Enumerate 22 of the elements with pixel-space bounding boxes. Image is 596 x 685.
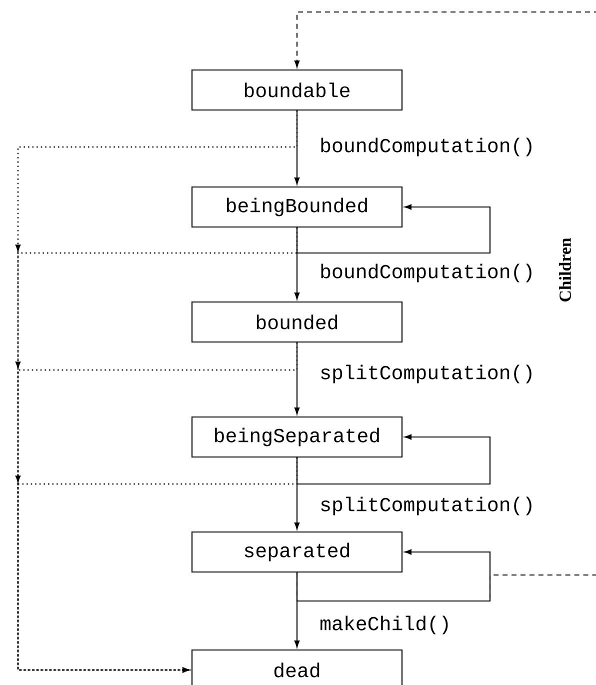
arrow <box>294 110 300 184</box>
arrow <box>294 11 596 602</box>
arrow <box>15 342 298 673</box>
arrow <box>294 228 300 300</box>
edge-label: boundComputation() <box>318 262 536 284</box>
edge-label: makeChild() <box>318 614 452 636</box>
edge-label: splitComputation() <box>318 364 536 384</box>
arrow <box>15 458 298 673</box>
edge-label: Children <box>559 238 571 302</box>
state-box: boundable <box>191 69 403 111</box>
loop-arrow <box>296 434 491 485</box>
arrow <box>294 342 300 414</box>
edge-label: splitComputation() <box>318 496 536 516</box>
state-box: beingSeparated <box>191 416 403 458</box>
state-box: separated <box>191 531 403 573</box>
edge-label: boundComputation() <box>318 136 536 158</box>
arrow <box>294 458 300 530</box>
state-box: dead <box>191 649 403 685</box>
state-box: beingBounded <box>191 186 403 228</box>
loop-arrow <box>296 204 491 254</box>
arrow <box>15 228 298 673</box>
state-box: bounded <box>191 301 403 343</box>
